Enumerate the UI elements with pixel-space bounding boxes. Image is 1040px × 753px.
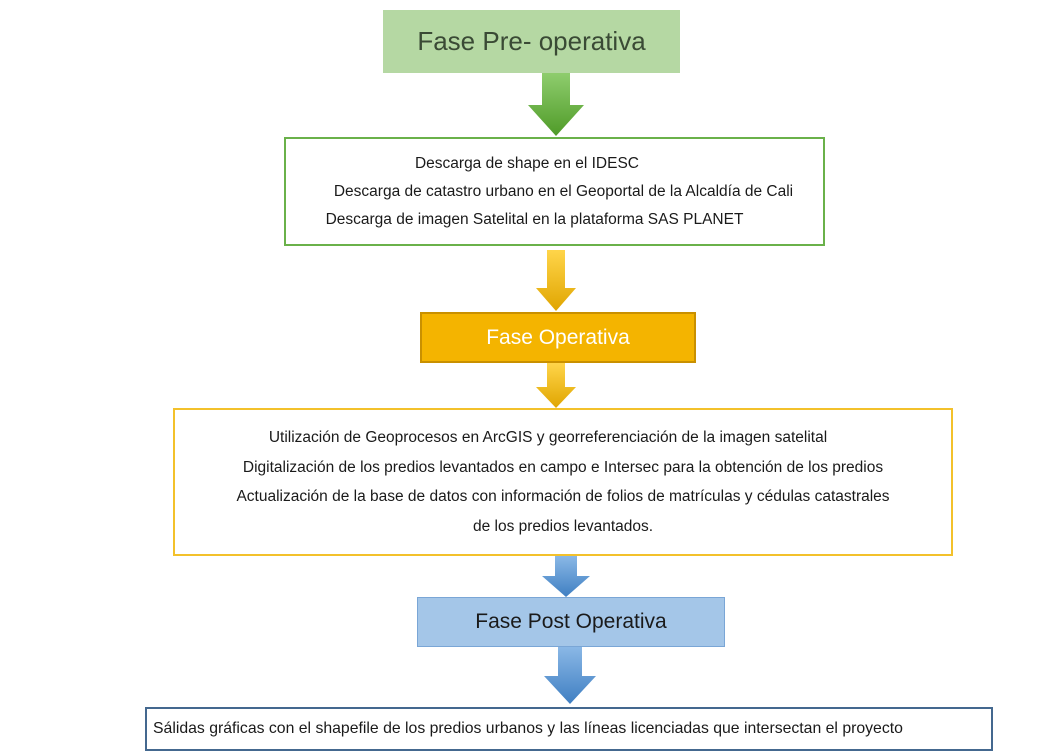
task-item: Actualización de la base de datos con in…	[236, 488, 890, 505]
operative-task-list: Utilización de Geoprocesos en ArcGIS y g…	[173, 408, 953, 556]
task-item: de los predios levantados.	[472, 517, 654, 535]
operative-phase-title: Fase Operativa	[486, 325, 630, 349]
arrow-down-icon	[544, 647, 596, 704]
operative-phase-box: Fase Operativa	[420, 312, 696, 363]
task-item: Descarga de shape en el IDESC	[414, 154, 639, 172]
arrow-down-icon	[536, 250, 576, 311]
task-item: Descarga de catastro urbano en el Geopor…	[333, 182, 794, 200]
post-operative-phase-title: Fase Post Operativa	[475, 610, 667, 633]
post-operative-phase-box: Fase Post Operativa	[417, 597, 725, 647]
arrow-down-icon	[536, 363, 576, 408]
task-item: Utilización de Geoprocesos en ArcGIS y g…	[268, 429, 828, 446]
pre-operative-phase-title: Fase Pre- operativa	[417, 26, 646, 56]
task-item: Descarga de imagen Satelital en la plata…	[325, 210, 744, 228]
pre-operative-phase-box: Fase Pre- operativa	[383, 10, 680, 73]
task-item: Digitalización de los predios levantados…	[242, 458, 884, 476]
arrow-down-icon	[542, 556, 590, 597]
pre-operative-task-list: Descarga de shape en el IDESC Descarga d…	[284, 137, 825, 246]
task-item: Sálidas gráficas con el shapefile de los…	[153, 720, 903, 737]
arrow-down-icon	[528, 73, 584, 136]
post-operative-task-list: Sálidas gráficas con el shapefile de los…	[145, 707, 993, 751]
